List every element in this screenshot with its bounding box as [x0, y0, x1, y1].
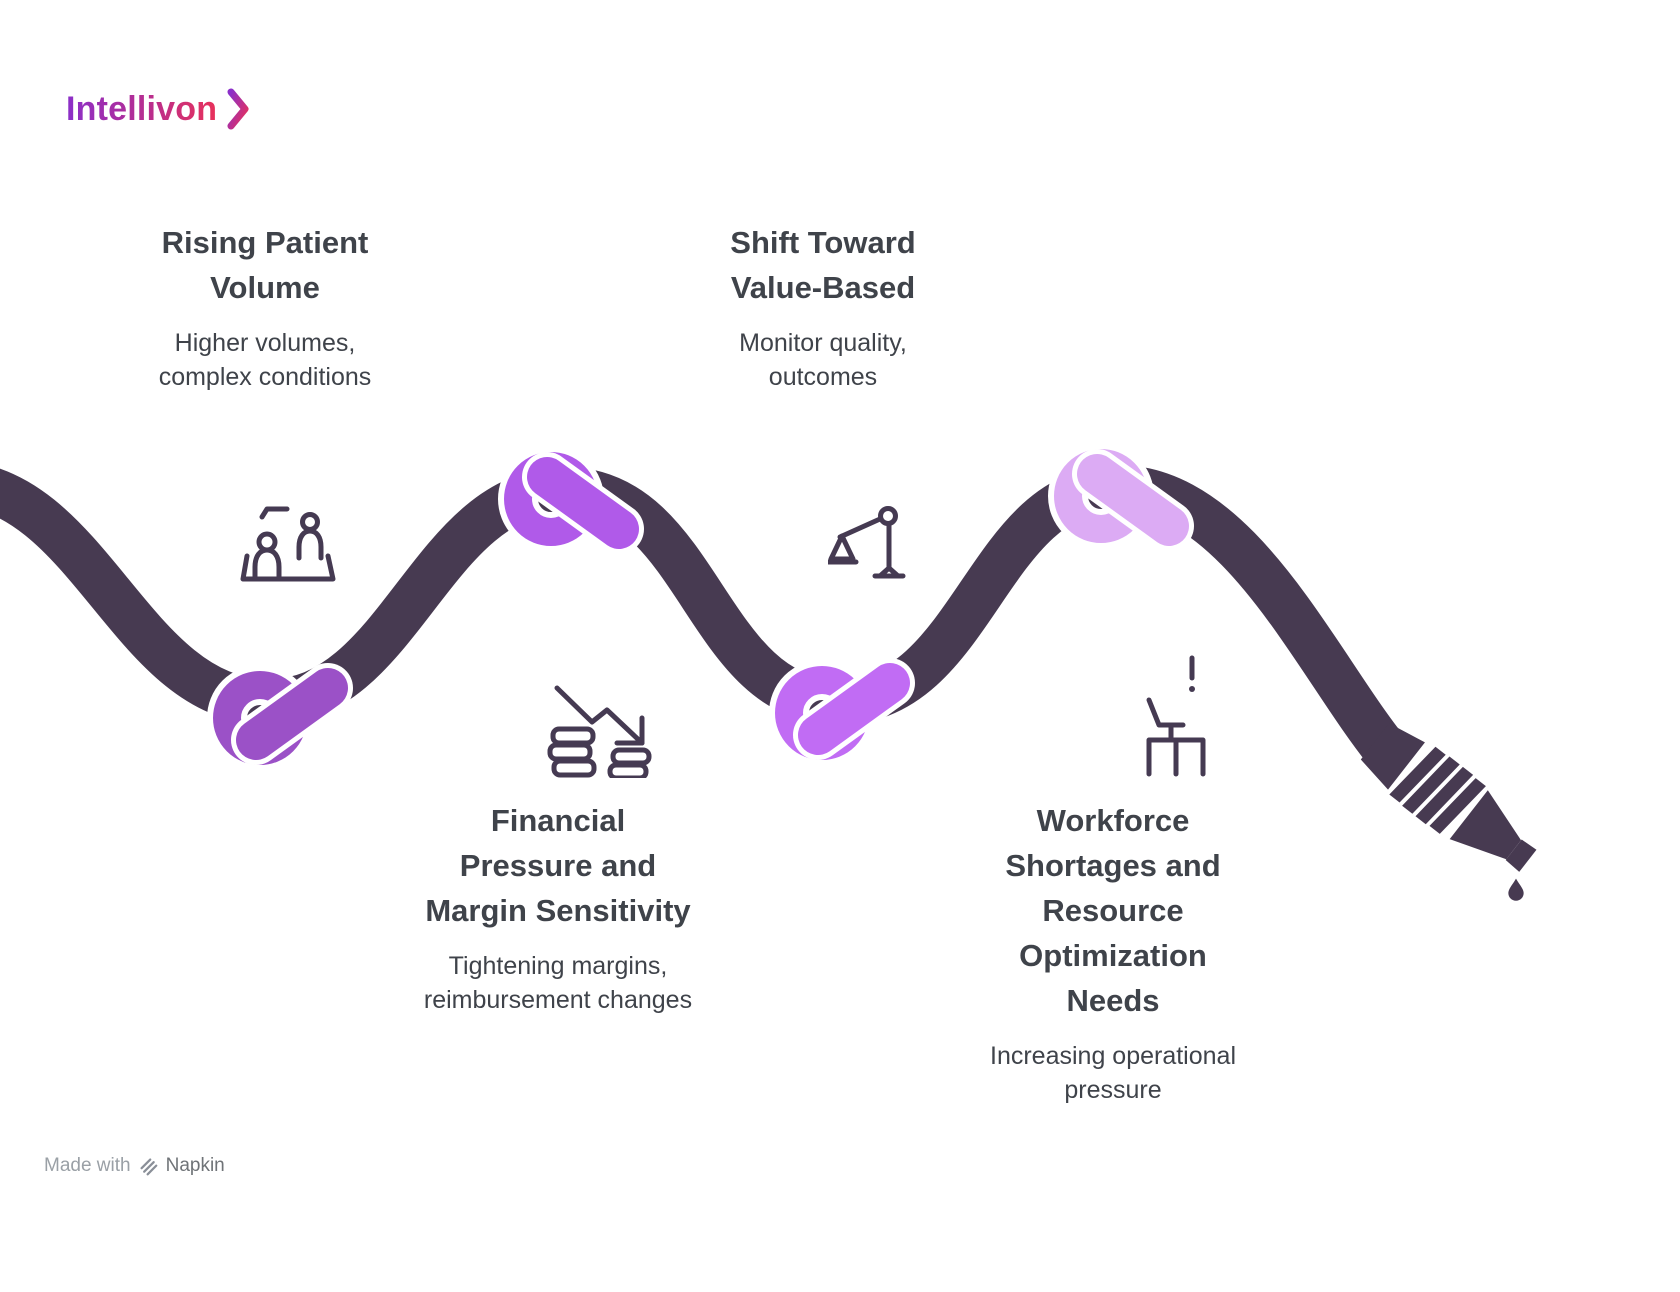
knot-3 [769, 658, 915, 766]
step-3-subtitle: Monitor quality, outcomes [643, 326, 1003, 394]
step-2-block: Financial Pressure and Margin Sensitivit… [378, 798, 738, 1017]
step-title-line: Shift Toward [730, 225, 916, 260]
napkin-label: Napkin [165, 1155, 225, 1176]
step-1-block: Rising Patient Volume Higher volumes, co… [85, 220, 445, 394]
step-title-line: Resource [1042, 893, 1184, 928]
step-2-title: Financial Pressure and Margin Sensitivit… [378, 798, 738, 933]
step-subtitle-line: Monitor quality, [739, 329, 907, 357]
exclamation-dot [1189, 686, 1195, 692]
workstation-icon [1146, 655, 1206, 777]
step-title-line: Financial [490, 803, 626, 838]
step-subtitle-line: outcomes [768, 363, 878, 391]
droplet [1508, 878, 1524, 901]
chair-back [1146, 697, 1186, 728]
made-with-napkin: Made with Napkin [44, 1155, 225, 1177]
step-title-line: Pressure and [459, 848, 657, 883]
step-3-block: Shift Toward Value-Based Monitor quality… [643, 220, 1003, 394]
step-title-line: Value-Based [730, 270, 916, 305]
step-subtitle-line: complex conditions [158, 363, 372, 391]
step-4-title: Workforce Shortages and Resource Optimiz… [933, 798, 1293, 1023]
step-subtitle-line: reimbursement changes [423, 986, 693, 1014]
step-title-line: Workforce [1036, 803, 1190, 838]
balance-scale-icon [828, 506, 906, 579]
step-4-block: Workforce Shortages and Resource Optimiz… [933, 798, 1293, 1107]
declining-coins-icon [547, 685, 652, 778]
step-2-subtitle: Tightening margins, reimbursement change… [378, 949, 738, 1017]
step-title-line: Rising Patient [161, 225, 369, 260]
step-3-title: Shift Toward Value-Based [643, 220, 1003, 310]
chevron-right-icon [227, 88, 249, 130]
step-title-line: Volume [210, 270, 320, 305]
knot-1 [207, 663, 353, 771]
step-title-line: Needs [1066, 983, 1160, 1018]
knot-2 [498, 446, 644, 554]
step-title-line: Optimization [1019, 938, 1207, 973]
patients-icon [240, 506, 336, 582]
napkin-logo-icon [140, 1157, 158, 1175]
step-subtitle-line: pressure [1064, 1076, 1162, 1104]
step-subtitle-line: Higher volumes, [174, 329, 356, 357]
step-1-title: Rising Patient Volume [85, 220, 445, 310]
brand-wordmark: Intellivon [66, 89, 218, 128]
step-title-line: Shortages and [1005, 848, 1221, 883]
step-4-subtitle: Increasing operational pressure [933, 1039, 1293, 1107]
nozzle [1360, 723, 1537, 872]
brand-logo: Intellivon [66, 88, 249, 130]
step-subtitle-line: Tightening margins, [448, 952, 668, 980]
step-title-line: Margin Sensitivity [425, 893, 691, 928]
knot-4 [1048, 443, 1194, 551]
step-1-subtitle: Higher volumes, complex conditions [85, 326, 445, 394]
step-subtitle-line: Increasing operational [990, 1042, 1236, 1070]
made-with-label: Made with [44, 1155, 131, 1176]
